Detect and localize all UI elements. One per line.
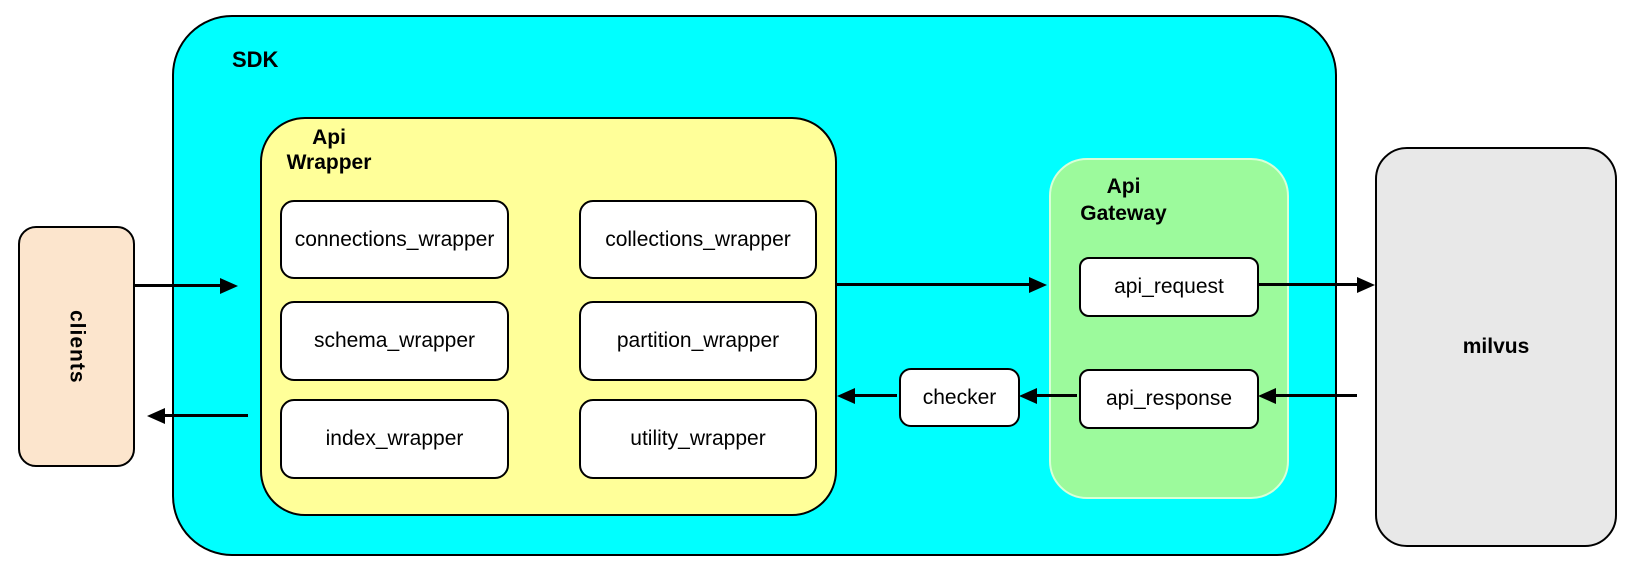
checker-node: checker — [899, 368, 1020, 427]
arrow-wrapper-to-gateway-line — [837, 283, 1030, 286]
api-response-label: api_response — [1105, 387, 1233, 410]
api-gateway-label-line1: Api — [1106, 175, 1141, 198]
arrow-sdk-to-clients-head-icon — [147, 408, 165, 424]
checker-label: checker — [922, 385, 997, 409]
index-wrapper-label: index_wrapper — [325, 427, 464, 450]
milvus-label: milvus — [1462, 335, 1530, 358]
partition-wrapper-node: partition_wrapper — [579, 301, 817, 381]
arrow-sdk-to-clients-line — [164, 414, 248, 417]
collections-wrapper-label: collections_wrapper — [605, 227, 791, 251]
partition-wrapper-label: partition_wrapper — [616, 329, 780, 352]
api-gateway-container: Api Gateway api_request api_response — [1049, 158, 1289, 499]
api-response-node: api_response — [1079, 369, 1259, 429]
index-wrapper-node: index_wrapper — [280, 399, 509, 479]
api-request-node: api_request — [1079, 257, 1259, 317]
arrow-wrapper-to-gateway-head-icon — [1029, 277, 1047, 293]
arrow-request-to-milvus-line — [1257, 283, 1358, 286]
utility-wrapper-node: utility_wrapper — [579, 399, 817, 479]
arrow-clients-to-sdk-head-icon — [220, 278, 238, 294]
arrow-checker-to-wrapper-line — [854, 394, 897, 397]
schema-wrapper-node: schema_wrapper — [280, 301, 509, 381]
utility-wrapper-label: utility_wrapper — [630, 427, 766, 450]
api-wrapper-label-line2: Wrapper — [286, 151, 372, 174]
api-wrapper-container: Api Wrapper connections_wrapper collecti… — [260, 117, 837, 516]
schema-wrapper-label: schema_wrapper — [313, 329, 476, 352]
arrow-milvus-to-response-line — [1275, 394, 1357, 397]
api-wrapper-label: Api Wrapper — [270, 125, 388, 175]
arrow-response-to-checker-line — [1036, 394, 1077, 397]
arrow-response-to-checker-head-icon — [1019, 388, 1037, 404]
clients-node: clients — [18, 226, 135, 467]
arrow-request-to-milvus-head-icon — [1357, 277, 1375, 293]
arrow-checker-to-wrapper-head-icon — [837, 388, 855, 404]
api-wrapper-label-line1: Api — [312, 126, 346, 149]
api-gateway-label: Api Gateway — [1071, 173, 1176, 227]
api-request-label: api_request — [1114, 275, 1224, 298]
sdk-label: SDK — [232, 47, 279, 72]
connections-wrapper-label: connections_wrapper — [294, 227, 495, 251]
milvus-node: milvus — [1375, 147, 1617, 547]
arrow-clients-to-sdk-line — [135, 284, 221, 287]
clients-label: clients — [65, 309, 89, 384]
collections-wrapper-node: collections_wrapper — [579, 200, 817, 279]
arrow-milvus-to-response-head-icon — [1258, 388, 1276, 404]
sdk-container: SDK Api Wrapper connections_wrapper coll… — [172, 15, 1337, 556]
api-gateway-label-line2: Gateway — [1080, 202, 1167, 225]
connections-wrapper-node: connections_wrapper — [280, 200, 509, 279]
